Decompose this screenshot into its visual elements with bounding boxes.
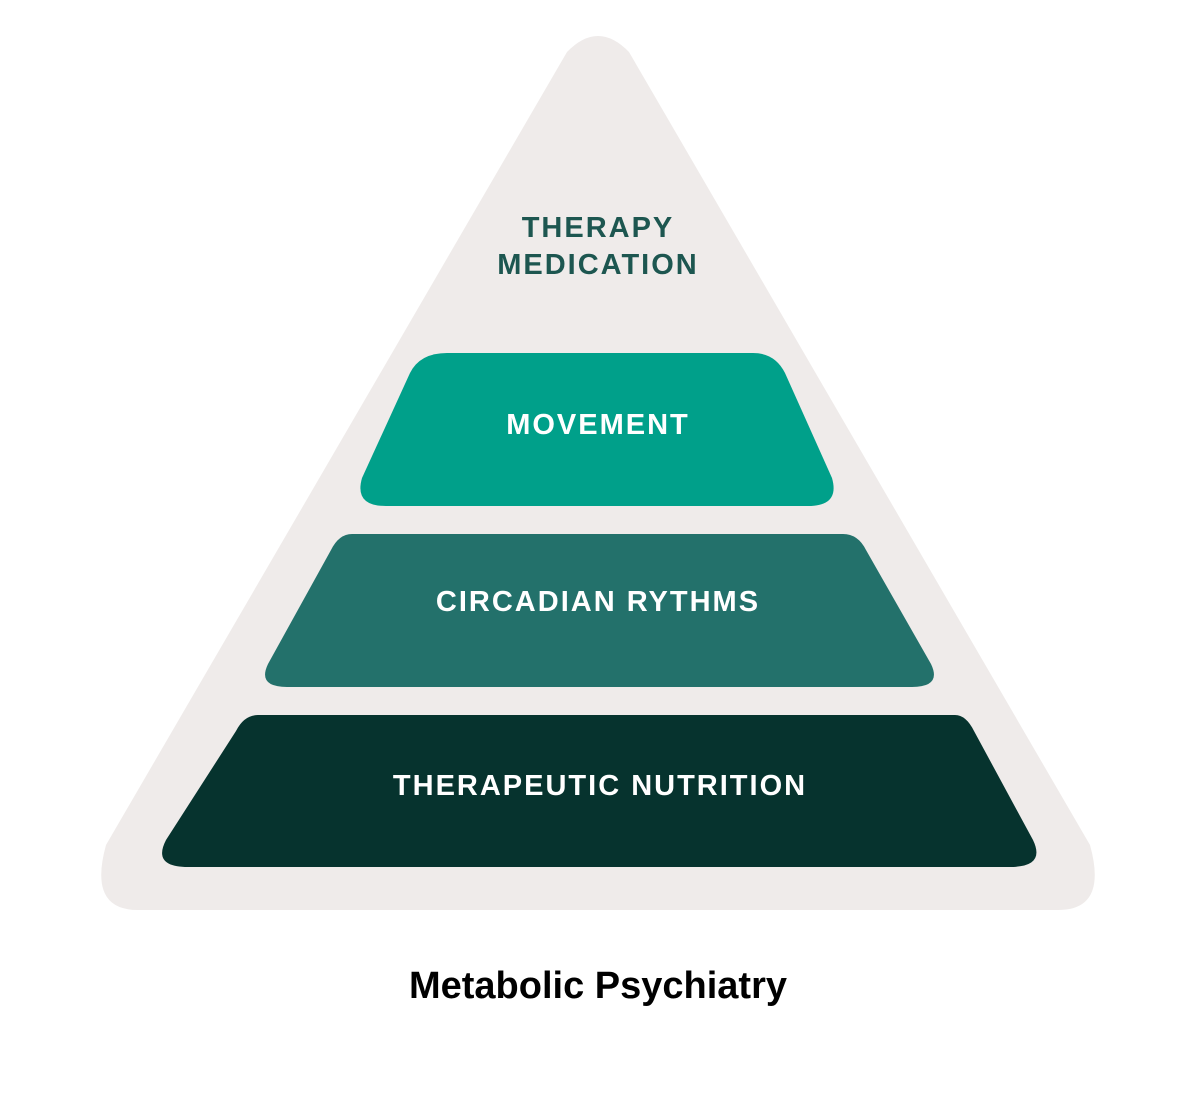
tier-therapeutic-nutrition-label: THERAPEUTIC NUTRITION [393,770,807,802]
tier-therapeutic-nutrition [162,715,1037,867]
apex-label-medication: MEDICATION [497,249,699,281]
apex-label-therapy: THERAPY [522,212,675,244]
tier-movement [360,353,834,506]
tier-circadian-rythms [265,534,934,687]
tier-circadian-rythms-label: CIRCADIAN RYTHMS [436,586,760,618]
tier-movement-label: MOVEMENT [506,409,690,441]
diagram-caption: Metabolic Psychiatry [409,965,787,1007]
